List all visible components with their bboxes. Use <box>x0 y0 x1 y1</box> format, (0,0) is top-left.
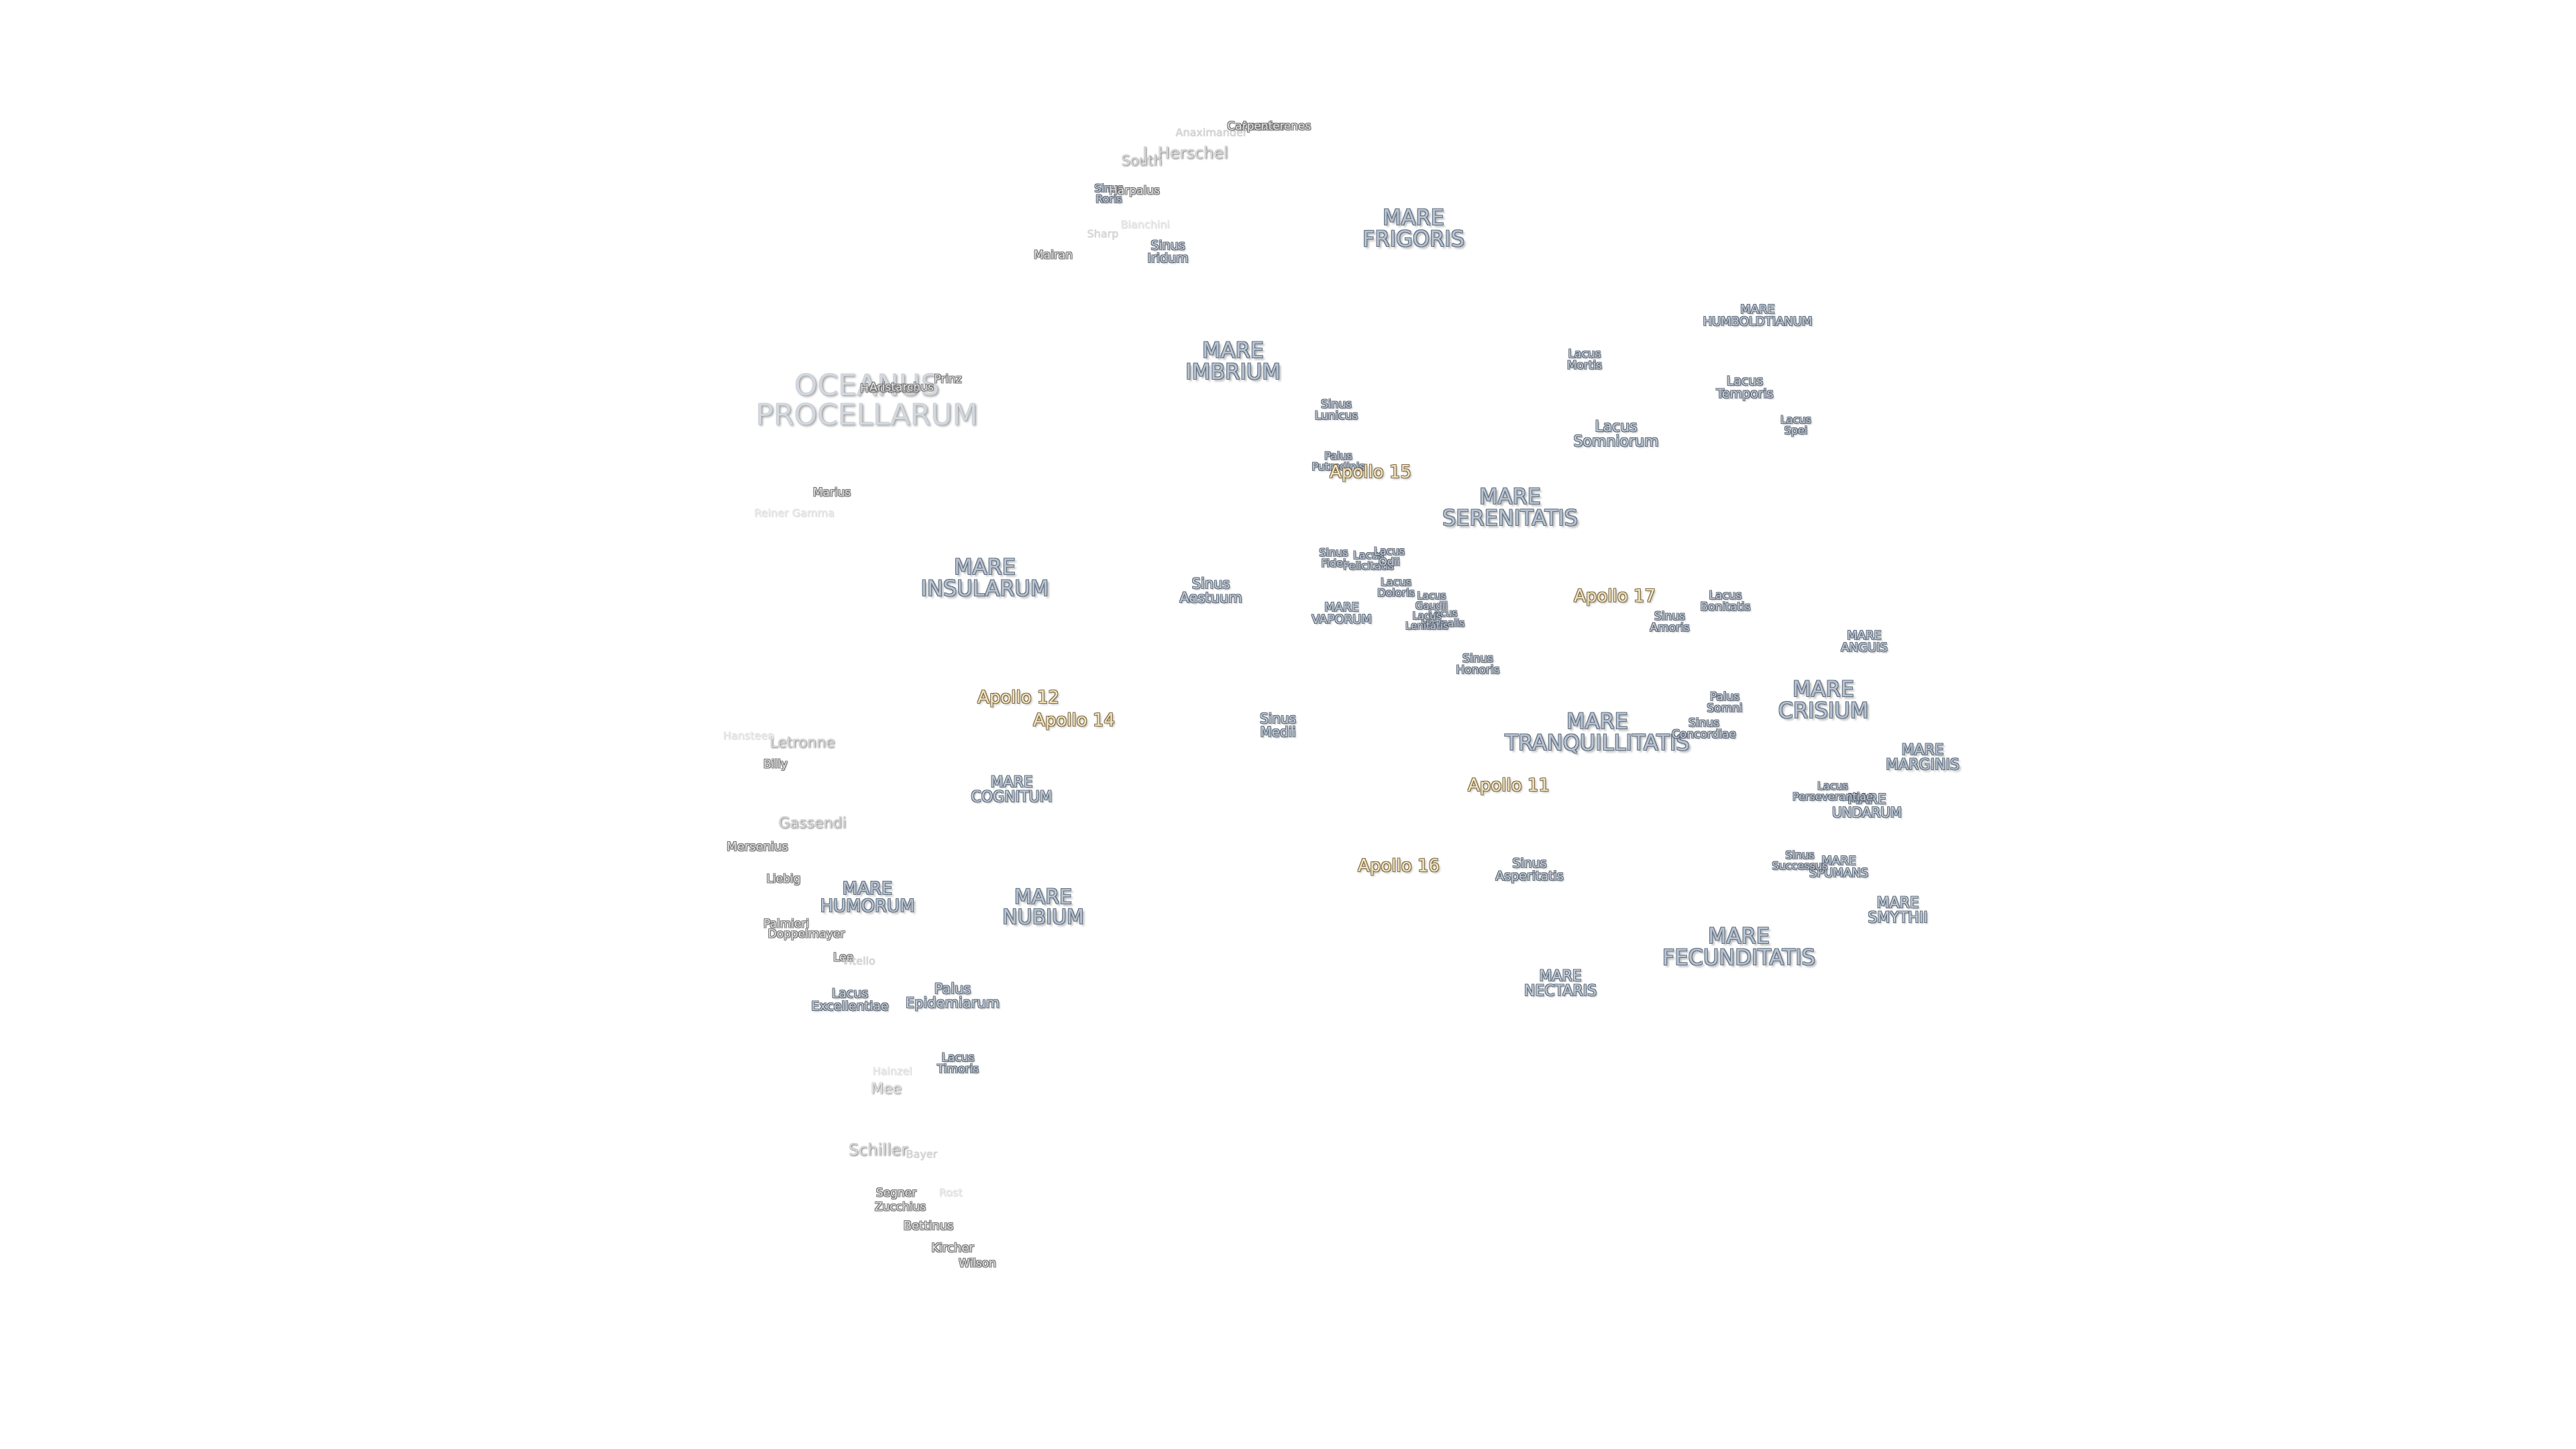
label-sinus-medii[interactable]: Sinus Medii <box>1259 710 1297 740</box>
label-lacus-perseverantiae[interactable]: Lacus Perseverantiae <box>1792 780 1873 803</box>
label-sinus-asperitatis[interactable]: Sinus Asperitatis <box>1495 856 1564 883</box>
label-palus-somni[interactable]: Palus Somni <box>1707 690 1743 715</box>
label-crater-mersenius[interactable]: Mersenius <box>727 840 788 854</box>
label-crater-palmieri[interactable]: Palmieri <box>763 917 810 931</box>
label-mare-nectaris[interactable]: MARE NECTARIS <box>1523 968 1597 1000</box>
label-crater-bettinus[interactable]: Bettinus <box>903 1219 954 1233</box>
label-crater-hansteen[interactable]: Hansteen <box>722 729 775 742</box>
label-lacus-bonitatis[interactable]: Lacus Bonitatis <box>1700 589 1751 614</box>
label-mare-cognitum[interactable]: MARE COGNITUM <box>971 774 1053 806</box>
label-palus-putredinis[interactable]: Palus Putredinis <box>1311 449 1365 473</box>
label-mare-nubium[interactable]: MARE NUBIUM <box>1002 885 1084 929</box>
label-sinus-amoris[interactable]: Sinus Amoris <box>1650 610 1690 635</box>
label-mare-frigoris[interactable]: MARE FRIGORIS <box>1362 205 1465 252</box>
label-sinus-aestuum[interactable]: Sinus Aestuum <box>1179 576 1242 606</box>
label-lacus-hiemalis[interactable]: Lacus Hiemalis <box>1421 607 1465 629</box>
label-lacus-mortis[interactable]: Lacus Mortis <box>1566 347 1603 372</box>
label-crater-j-herschel[interactable]: J. Herschel <box>1142 144 1228 162</box>
label-lacus-odii[interactable]: Lacus Odii <box>1374 545 1405 568</box>
label-crater-liebig[interactable]: Liebig <box>766 872 801 886</box>
label-mare-marginis[interactable]: MARE MARGINIS <box>1886 742 1960 773</box>
label-mare-smythii[interactable]: MARE SMYTHII <box>1868 895 1928 926</box>
label-mare-vaporum[interactable]: MARE VAPORUM <box>1311 600 1372 627</box>
label-crater-bayer[interactable]: Bayer <box>906 1148 938 1161</box>
label-mare-imbrium[interactable]: MARE IMBRIUM <box>1185 337 1281 384</box>
label-crater-segner[interactable]: Segner <box>875 1186 917 1200</box>
label-crater-zucchius[interactable]: Zucchius <box>874 1200 926 1214</box>
label-crater-hainzel[interactable]: Hainzel <box>872 1065 912 1077</box>
label-crater-lee[interactable]: Lee <box>833 951 854 965</box>
label-crater-herodotus[interactable]: Herodotus <box>860 382 919 396</box>
label-sinus-fidei[interactable]: Sinus Fidei <box>1319 546 1348 570</box>
label-crater-wilson[interactable]: Wilson <box>959 1256 996 1271</box>
label-lacus-somniorum[interactable]: Lacus Somniorum <box>1573 419 1659 450</box>
label-crater-doppelmayer[interactable]: Doppelmayer <box>767 927 845 941</box>
label-crater-kircher[interactable]: Kircher <box>931 1241 974 1255</box>
label-mare-insularum[interactable]: MARE INSULARUM <box>920 554 1049 601</box>
label-crater-reiner-gamma[interactable]: Reiner Gamma <box>754 506 835 519</box>
label-apollo-14[interactable]: Apollo 14 <box>1033 710 1115 731</box>
label-lacus-excellentiae[interactable]: Lacus Excellentiae <box>811 986 889 1014</box>
label-crater-rost[interactable]: Rost <box>938 1186 963 1199</box>
label-lacus-timoris[interactable]: Lacus Timoris <box>936 1051 979 1076</box>
label-crater-aristarchus[interactable]: Aristarchus <box>869 380 934 394</box>
label-crater-marius[interactable]: Marius <box>812 486 851 500</box>
label-lacus-gaudii[interactable]: Lacus Gaudii <box>1415 590 1448 612</box>
label-crater-harpalus[interactable]: Harpalus <box>1109 184 1160 198</box>
label-lacus-doloris[interactable]: Lacus Doloris <box>1377 576 1415 599</box>
label-apollo-17[interactable]: Apollo 17 <box>1574 586 1656 606</box>
label-crater-south[interactable]: South <box>1121 152 1163 169</box>
label-sinus-concordiae[interactable]: Sinus Concordiae <box>1672 716 1736 741</box>
label-crater-billy[interactable]: Billy <box>763 757 788 771</box>
label-sinus-honoris[interactable]: Sinus Honoris <box>1456 652 1500 677</box>
label-mare-humboldtianum[interactable]: MARE HUMBOLDTIANUM <box>1703 303 1813 329</box>
label-crater-anaximander[interactable]: Anaximander <box>1175 126 1248 139</box>
label-lacus-spei[interactable]: Lacus Spei <box>1780 413 1811 437</box>
label-mare-serenitatis[interactable]: MARE SERENITATIS <box>1442 484 1578 531</box>
label-apollo-16[interactable]: Apollo 16 <box>1358 856 1440 876</box>
label-sinus-successus[interactable]: Sinus Successus <box>1772 849 1828 872</box>
label-apollo-12[interactable]: Apollo 12 <box>977 688 1059 708</box>
label-crater-prinz[interactable]: Prinz <box>934 372 962 386</box>
label-crater-mee[interactable]: Mee <box>870 1081 902 1097</box>
label-lacus-lenitatis[interactable]: Lacus Lenitatis <box>1405 610 1448 632</box>
label-crater-schiller[interactable]: Schiller <box>848 1140 908 1159</box>
label-crater-gassendi[interactable]: Gassendi <box>778 815 847 832</box>
label-crater-anaximenes[interactable]: Anaximenes <box>1240 119 1311 133</box>
label-mare-fecunditatis[interactable]: MARE FECUNDITATIS <box>1662 923 1816 970</box>
label-oceanus-procellarum[interactable]: OCEANUS PROCELLARUM <box>755 368 978 432</box>
label-mare-crisium[interactable]: MARE CRISIUM <box>1778 676 1869 723</box>
label-crater-mairan[interactable]: Mairan <box>1034 248 1073 262</box>
label-crater-sharp[interactable]: Sharp <box>1087 227 1119 240</box>
label-apollo-15[interactable]: Apollo 15 <box>1330 462 1411 482</box>
label-apollo-11[interactable]: Apollo 11 <box>1468 775 1550 796</box>
label-mare-undarum[interactable]: MARE UNDARUM <box>1831 791 1902 820</box>
label-sinus-iridum[interactable]: Sinus Iridum <box>1147 238 1189 266</box>
label-palus-epidemiarum[interactable]: Palus Epidemiarum <box>905 981 1000 1011</box>
label-crater-letronne[interactable]: Letronne <box>769 735 835 751</box>
label-crater-bianchini[interactable]: Bianchini <box>1120 218 1170 231</box>
label-crater-carpenter[interactable]: Carpenter <box>1227 119 1285 133</box>
label-mare-spumans[interactable]: MARE SPUMANS <box>1809 854 1869 880</box>
label-crater-vitello[interactable]: Vitello <box>842 955 875 967</box>
label-mare-tranquillitatis[interactable]: MARE TRANQUILLITATIS <box>1505 708 1690 755</box>
label-lacus-felicitatis[interactable]: Lacus Felicitatis <box>1343 549 1394 572</box>
label-lacus-temporis[interactable]: Lacus Temporis <box>1716 374 1774 401</box>
label-sinus-roris[interactable]: Sinus Roris <box>1094 182 1124 205</box>
label-mare-humorum[interactable]: MARE HUMORUM <box>820 879 915 916</box>
label-sinus-lunicus[interactable]: Sinus Lunicus <box>1314 398 1358 423</box>
label-mare-anguis[interactable]: MARE ANGUIS <box>1841 629 1888 655</box>
